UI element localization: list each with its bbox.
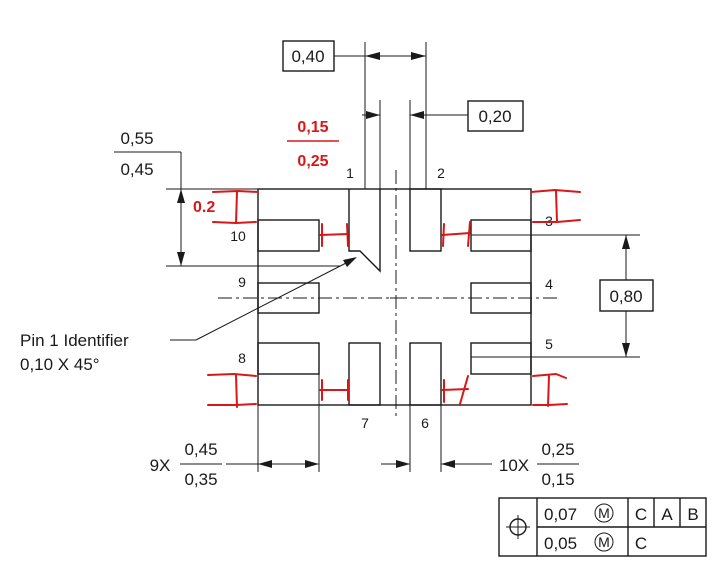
tolerance-row2-value: 0,05 [544, 534, 577, 553]
pad-2 [409, 188, 442, 252]
pin-label-9: 9 [238, 274, 246, 290]
pin1-identifier: Pin 1 Identifier 0,10 X 45° [20, 257, 357, 374]
pad-7 [348, 342, 381, 406]
dim-right-pitch: 0,80 [471, 234, 654, 358]
tolerance-row1-datum-1: C [635, 505, 647, 524]
pin-label-6: 6 [421, 415, 429, 431]
tolerance-row2-datum-1: C [635, 534, 647, 553]
red-markups: 0.2 [193, 188, 581, 408]
package-outline [257, 188, 532, 406]
tolerance-row1-value: 0,07 [544, 505, 577, 524]
dim-bottom-left-lower: 0,35 [184, 470, 217, 489]
pin-label-7: 7 [361, 415, 369, 431]
pad-9 [257, 282, 320, 314]
dim-gap-width-value: 0,20 [478, 107, 511, 126]
red-fraction-upper: 0,15 [297, 119, 328, 136]
pad-6 [409, 342, 442, 406]
dim-bottom-left-prefix: 9X [150, 456, 171, 475]
red-side-value: 0.2 [193, 199, 215, 216]
dim-top-pitch-value: 0,40 [291, 47, 324, 66]
dim-top-pitch: 0,40 [282, 40, 426, 72]
pad-5 [470, 342, 532, 375]
tolerance-row1-datum-3: B [687, 505, 698, 524]
pin-label-1: 1 [346, 165, 354, 181]
pin1-label-line1: Pin 1 Identifier [20, 331, 129, 350]
tolerance-row1-datum-2: A [661, 505, 673, 524]
dim-bottom-right-upper: 0,25 [541, 440, 574, 459]
position-icon [506, 515, 530, 539]
pad-8 [257, 342, 320, 375]
dim-height: 0,55 0,45 [114, 129, 340, 267]
pin-label-10: 10 [230, 228, 246, 244]
dim-bottom-left-upper: 0,45 [184, 440, 217, 459]
dim-bottom-right-lower: 0,15 [541, 470, 574, 489]
red-fraction-lower: 0,25 [297, 153, 328, 170]
pin-label-8: 8 [238, 350, 246, 366]
pad-1 [348, 189, 381, 273]
dim-bottom-right: 10X 0,25 0,15 [381, 440, 579, 489]
dim-gap-width: 0,20 [362, 100, 524, 132]
feature-control-frame: 0,07 M C A B 0,05 M C [498, 497, 707, 557]
pad-4 [470, 282, 532, 314]
dim-bottom-right-prefix: 10X [499, 456, 529, 475]
dim-height-upper: 0,55 [120, 129, 153, 148]
pin-label-5: 5 [545, 336, 553, 352]
dim-right-pitch-value: 0,80 [609, 287, 642, 306]
dim-bottom-left: 9X 0,45 0,35 [150, 440, 319, 489]
red-fraction: 0,15 0,25 [287, 119, 339, 170]
pin1-label-line2: 0,10 X 45° [20, 355, 100, 374]
pin-label-4: 4 [545, 276, 553, 292]
pin-label-2: 2 [437, 165, 445, 181]
dim-height-lower: 0,45 [120, 160, 153, 179]
pad-10 [257, 219, 320, 252]
tolerance-row1-modifier: M [598, 505, 610, 521]
tolerance-row2-modifier: M [598, 534, 610, 550]
